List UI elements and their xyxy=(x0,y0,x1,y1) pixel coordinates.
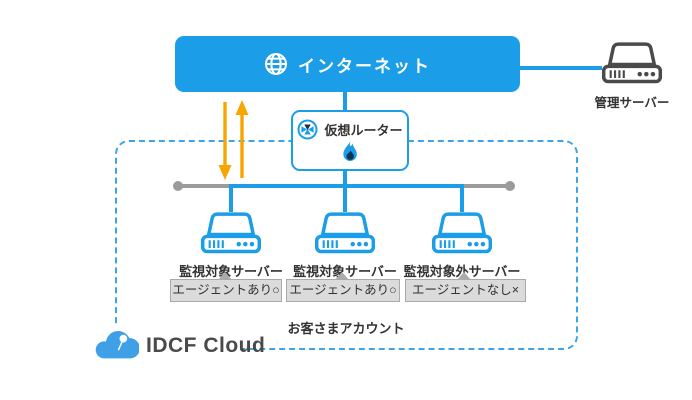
line-internet-to-router xyxy=(343,90,347,113)
internet-banner: インターネット xyxy=(175,36,520,92)
bus-line-blue xyxy=(230,184,464,188)
customer-account-label: お客さまアカウント xyxy=(287,321,405,336)
server-icon xyxy=(200,212,262,259)
management-server-label: 管理サーバー xyxy=(594,96,670,110)
server-icon xyxy=(314,212,376,259)
line-router-to-bus xyxy=(343,165,347,187)
line-internet-to-mgmt xyxy=(518,66,602,70)
idcf-cloud-icon xyxy=(93,329,139,363)
idcf-cloud-wordmark: IDCF Cloud xyxy=(146,334,266,357)
monitored-server-1: 監視対象サーバー xyxy=(161,210,301,280)
line-bus-to-server-3 xyxy=(460,184,464,212)
virtual-router-label: 仮想ルーター xyxy=(324,123,403,138)
management-server: 管理サーバー xyxy=(580,40,684,111)
internet-label: インターネット xyxy=(298,56,431,76)
monitored-server-2: 監視対象サーバー xyxy=(275,210,415,280)
globe-icon xyxy=(264,52,288,76)
bus-endpoint-left xyxy=(173,181,183,191)
bus-endpoint-right xyxy=(505,181,515,191)
idcf-cloud-logo: IDCF Cloud xyxy=(93,329,265,363)
server-icon xyxy=(431,212,493,259)
server-label: 監視対象外サーバー xyxy=(403,264,521,279)
firewall-flame-icon xyxy=(340,141,360,164)
management-server-icon xyxy=(601,42,663,89)
badge-pointer xyxy=(218,272,232,280)
agent-badge-2: エージェントあり○ xyxy=(286,279,400,302)
badge-pointer xyxy=(335,272,349,280)
unmonitored-server: 監視対象外サーバー xyxy=(392,210,532,280)
badge-pointer xyxy=(457,272,471,280)
router-icon xyxy=(297,119,319,140)
line-bus-to-server-1 xyxy=(229,184,233,212)
virtual-router-box: 仮想ルーター xyxy=(291,110,409,171)
line-bus-to-server-2 xyxy=(343,184,347,212)
agent-badge-3: エージェントなし× xyxy=(405,279,526,302)
server-label: 監視対象サーバー xyxy=(179,264,283,279)
server-label: 監視対象サーバー xyxy=(293,264,397,279)
agent-badge-1: エージェントあり○ xyxy=(170,279,282,302)
traffic-arrows-icon xyxy=(215,98,255,187)
